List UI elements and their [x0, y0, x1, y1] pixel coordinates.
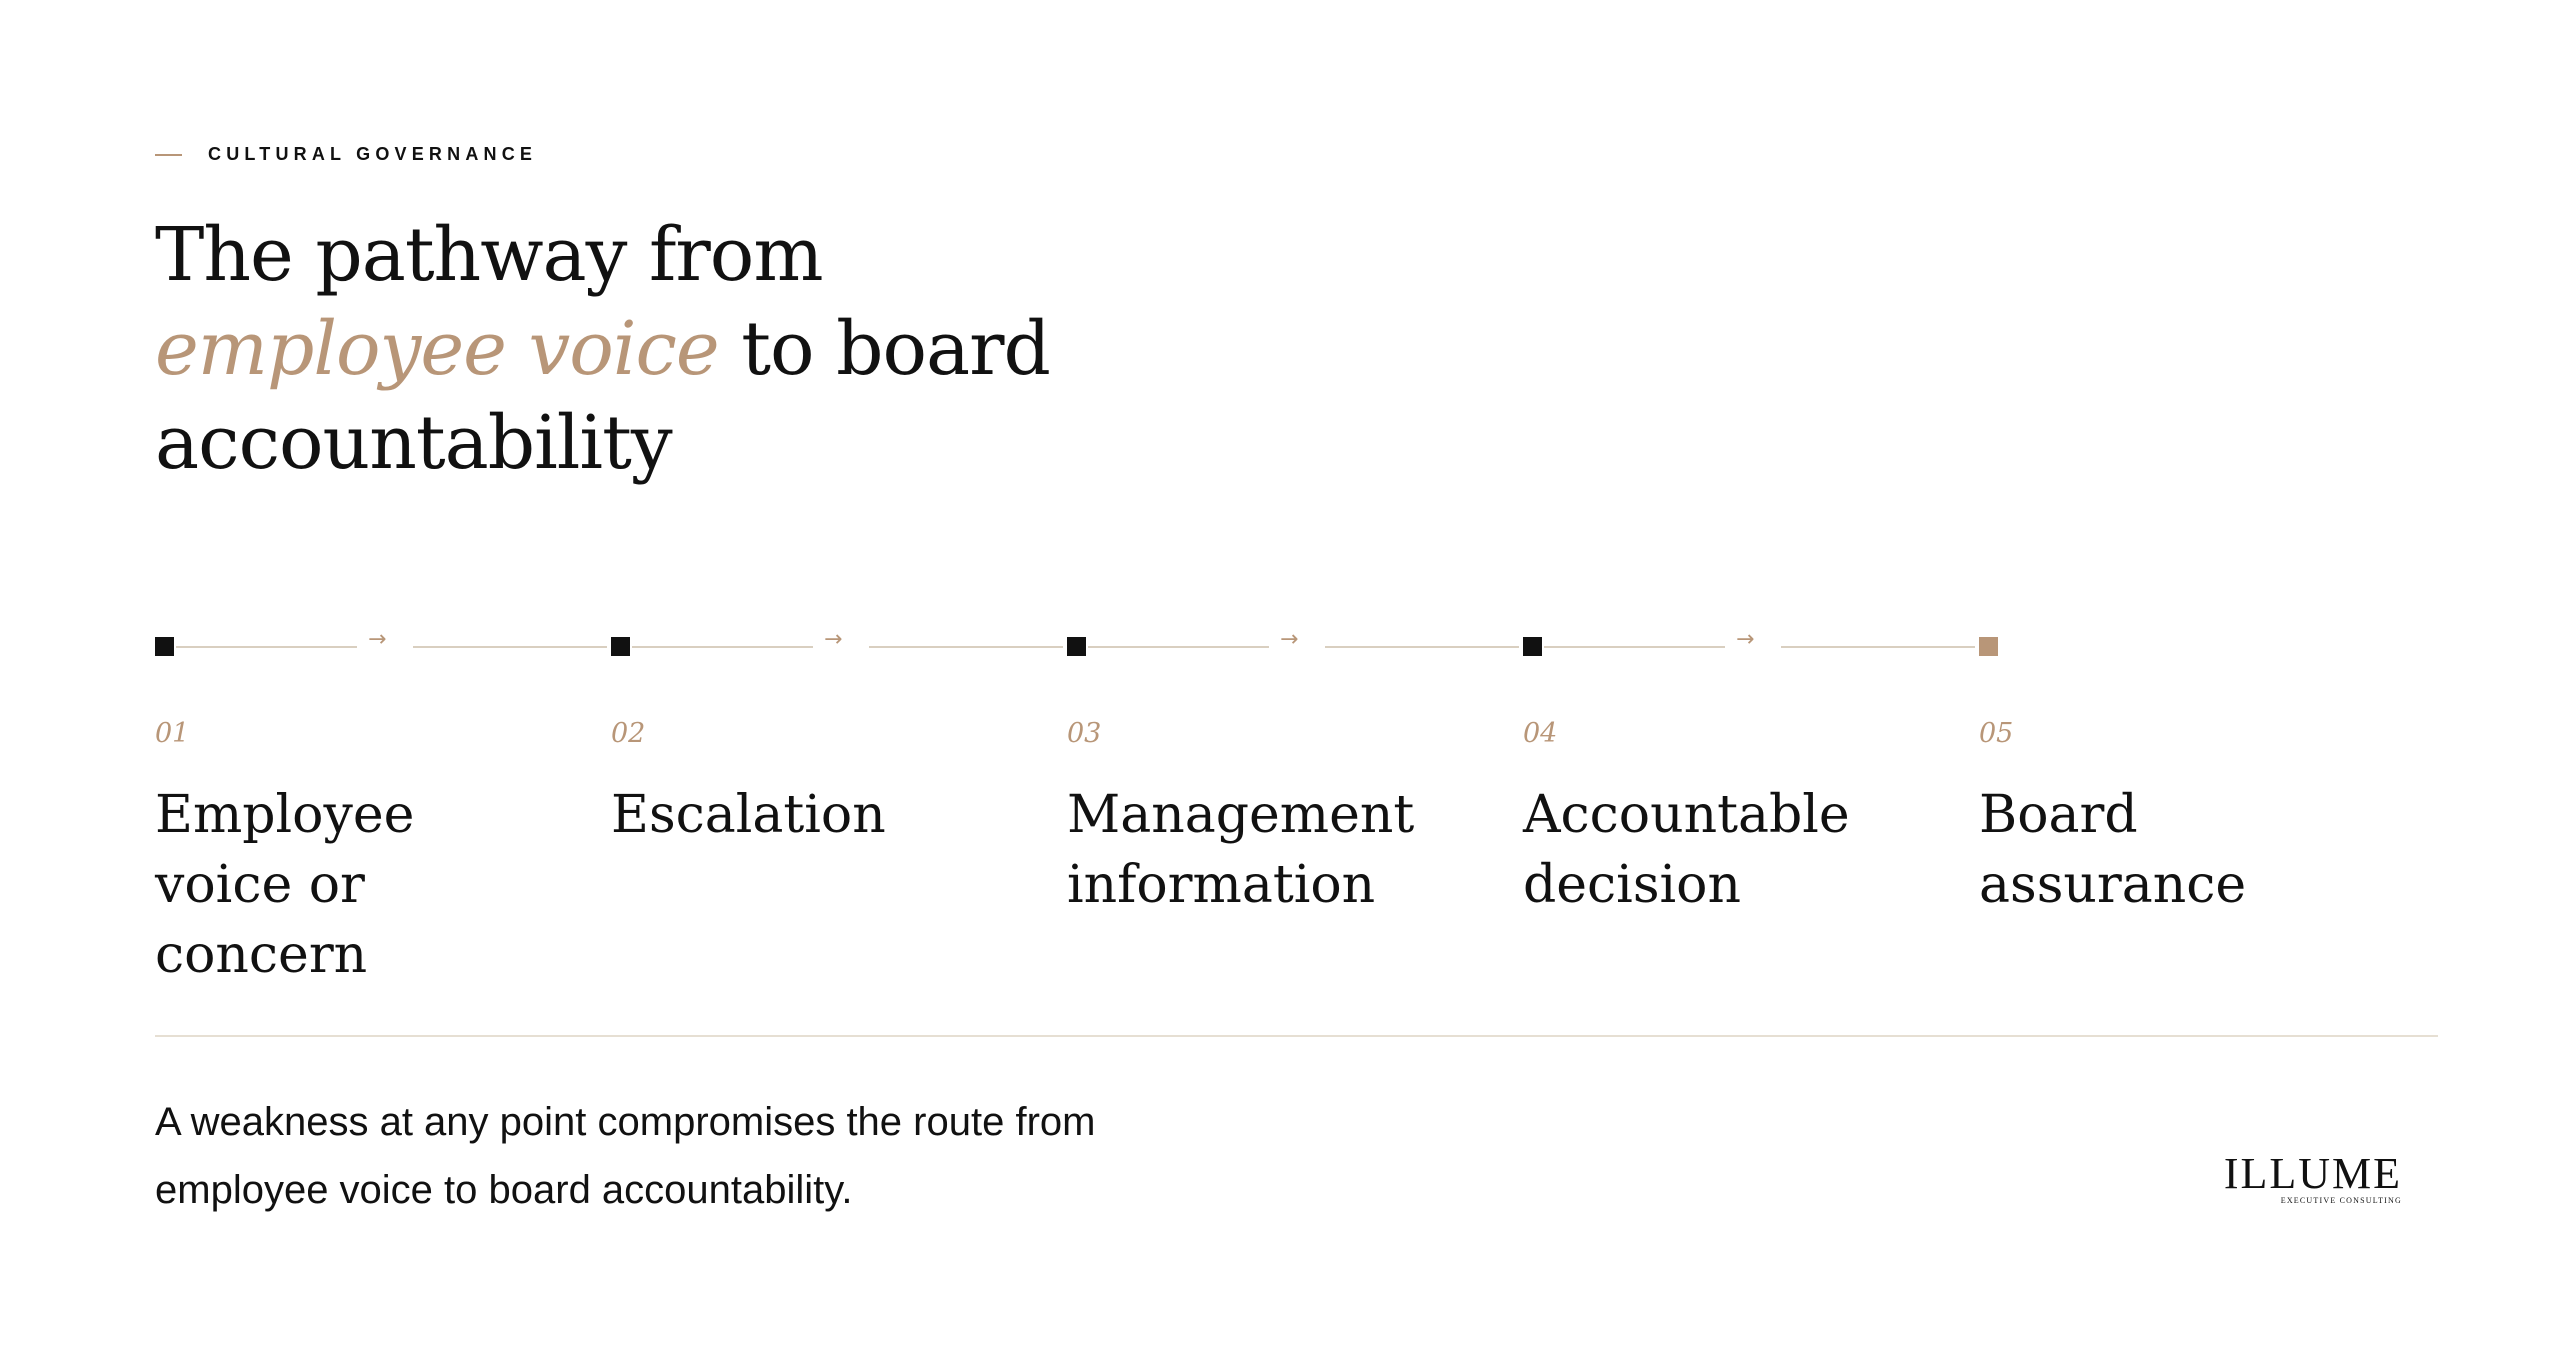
step-label: Board assurance [1979, 785, 2247, 915]
step-number: 03 [1067, 718, 1102, 749]
title-line-3: accountability [155, 400, 673, 486]
step-label: Employee voice or concern [155, 785, 415, 985]
step-node-03 [1067, 637, 1086, 656]
connector-line [1088, 646, 1269, 648]
eyebrow-text: CULTURAL GOVERNANCE [208, 144, 538, 164]
brand-tagline: EXECUTIVE CONSULTING [2280, 1196, 2402, 1205]
arrow-right-icon: → [824, 627, 843, 652]
step-label: Escalation [611, 785, 886, 845]
connector-line [1325, 646, 1519, 648]
title-line-2: employee voice to board [155, 302, 1051, 396]
step-node-01 [155, 637, 174, 656]
step-number: 05 [1979, 718, 2014, 749]
brand-name: ILLUME [2223, 1149, 2402, 1198]
arrow-right-icon: → [1280, 627, 1299, 652]
divider [155, 1035, 2438, 1037]
step-node-05 [1979, 637, 1998, 656]
title-accent: employee voice [155, 306, 720, 392]
step-node-04 [1523, 637, 1542, 656]
step-number: 01 [155, 718, 190, 749]
title-line-2-rest: to board [718, 306, 1051, 392]
connector-line [869, 646, 1063, 648]
arrow-right-icon: → [1736, 627, 1755, 652]
eyebrow-dash [155, 153, 182, 156]
connector-line [1544, 646, 1725, 648]
connector-line [413, 646, 607, 648]
page-title: The pathway from employee voice to board… [155, 208, 1051, 490]
step-number: 04 [1523, 718, 1558, 749]
step-number: 02 [611, 718, 646, 749]
footnote: A weakness at any point compromises the … [155, 1100, 1096, 1212]
arrow-right-icon: → [368, 627, 387, 652]
eyebrow: CULTURAL GOVERNANCE [155, 144, 537, 165]
connector-line [1781, 646, 1975, 648]
step-label: Management information [1067, 785, 1415, 915]
connector-line [632, 646, 813, 648]
connector-line [176, 646, 357, 648]
brand-logo: ILLUME EXECUTIVE CONSULTING [2223, 1149, 2402, 1206]
step-node-02 [611, 637, 630, 656]
title-line-1: The pathway from [155, 212, 823, 298]
step-label: Accountable decision [1523, 785, 1850, 915]
